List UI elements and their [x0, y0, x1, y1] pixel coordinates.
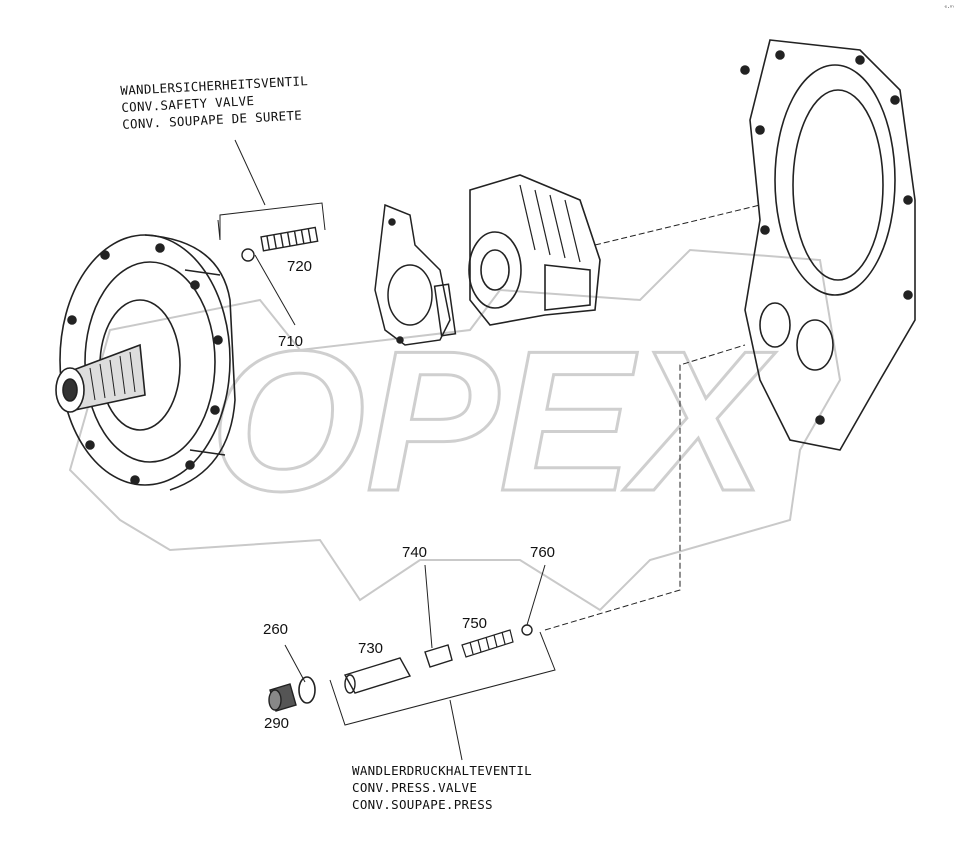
sleeve-740 [424, 644, 453, 668]
spring-750 [461, 629, 514, 658]
gasket-plate [374, 203, 457, 346]
watermark-text: OPEX [210, 310, 776, 533]
ring-260 [298, 676, 316, 704]
safety-valve-note: WANDLERSICHERHEITSVENTIL CONV.SAFETY VAL… [120, 72, 310, 133]
callout-740: 740 [402, 544, 428, 561]
transmission-housing [740, 39, 916, 451]
callout-760: 760 [530, 544, 556, 561]
ball-760 [521, 624, 533, 636]
press-valve-note-line-3: CONV.SOUPAPE.PRESS [352, 797, 493, 812]
plug-290 [268, 683, 297, 712]
press-valve-note: WANDLERDRUCKHALTEVENTIL CONV.PRESS.VALVE… [352, 762, 532, 813]
press-valve-note-line-2: CONV.PRESS.VALVE [352, 780, 478, 795]
leader-lines [217, 139, 761, 761]
callout-750: 750 [462, 615, 488, 632]
pump-body [468, 174, 601, 326]
callout-290: 290 [264, 715, 290, 732]
ball-710 [241, 248, 255, 262]
callout-260: 260 [263, 621, 289, 638]
callout-720: 720 [287, 258, 313, 275]
callout-730: 730 [358, 640, 384, 657]
press-valve-note-line-1: WANDLERDRUCKHALTEVENTIL [352, 763, 532, 778]
spring-720 [260, 226, 319, 252]
callout-710: 710 [278, 333, 304, 350]
converter-housing [55, 234, 236, 491]
corner-mark: ᵉ·ᵐ [944, 4, 954, 12]
watermark-logo: OPEX [68, 248, 842, 612]
piston-730 [343, 657, 412, 694]
